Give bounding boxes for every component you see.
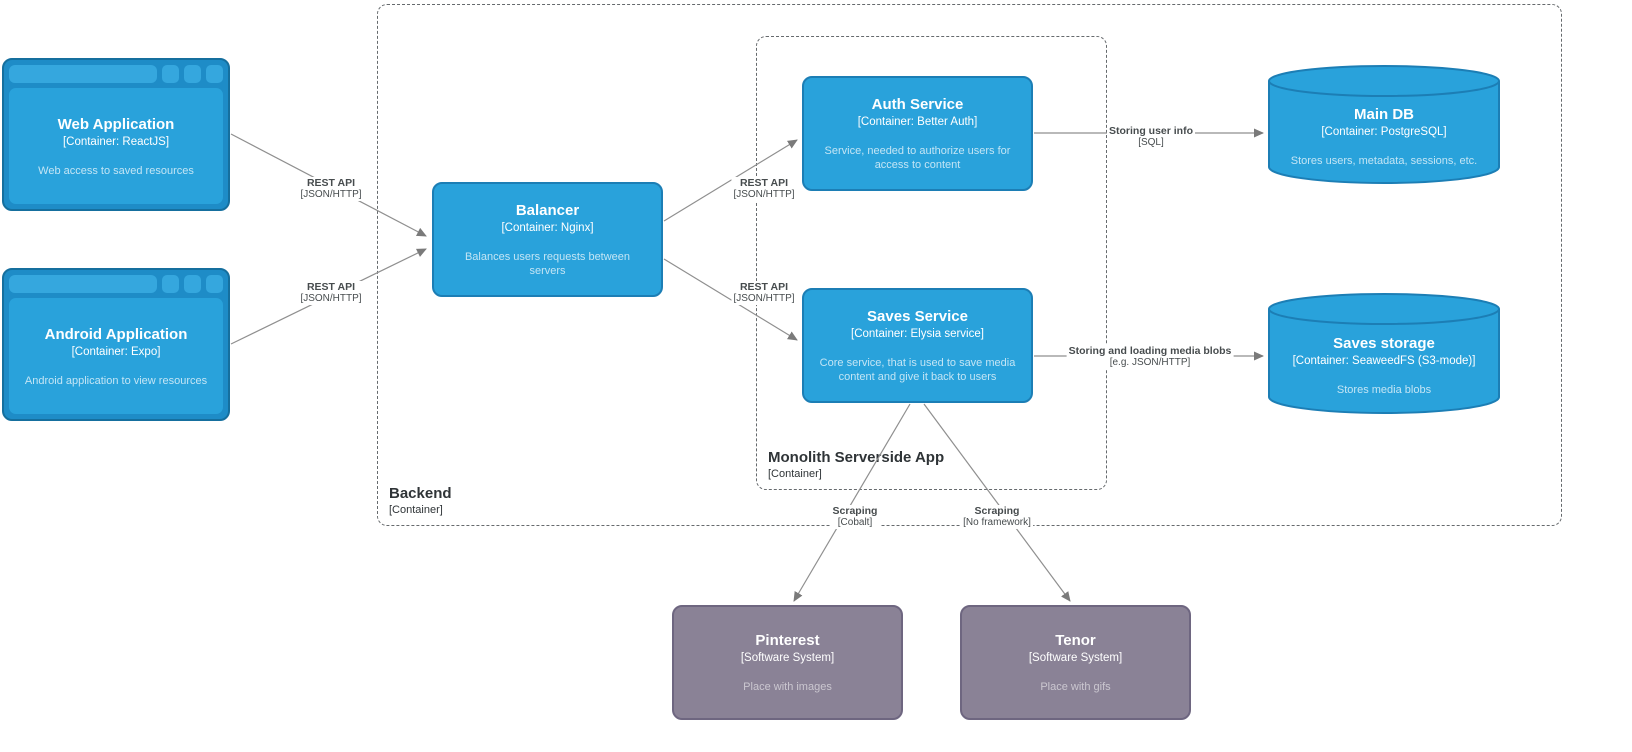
node-subtitle: [Container: Expo] xyxy=(71,345,161,358)
edge-label-text: REST API xyxy=(306,281,356,293)
edge-label-text: REST API xyxy=(739,281,789,293)
browser-address-bar xyxy=(9,65,157,83)
edge-label-balancer-to-auth: REST API [JSON/HTTP] xyxy=(731,177,797,201)
node-subtitle: [Software System] xyxy=(740,652,835,664)
edge-label-tech: [JSON/HTTP] xyxy=(300,293,362,304)
boundary-title: Backend xyxy=(389,485,452,502)
node-subtitle: [Container: PostgreSQL] xyxy=(1321,125,1447,138)
node-description: Web access to saved resources xyxy=(38,164,194,177)
edge-label-saves-to-storage: Storing and loading media blobs [e.g. JS… xyxy=(1066,345,1234,369)
node-description: Place with images xyxy=(743,681,832,693)
node-saves-storage: Saves storage [Container: SeaweedFS (S3-… xyxy=(1268,292,1500,414)
node-subtitle: [Container: Nginx] xyxy=(501,222,594,234)
cylinder-text: Saves storage [Container: SeaweedFS (S3-… xyxy=(1268,292,1500,414)
node-description: Stores media blobs xyxy=(1336,383,1432,396)
browser-button xyxy=(184,65,201,83)
node-description: Stores users, metadata, sessions, etc. xyxy=(1290,154,1478,167)
node-balancer: Balancer [Container: Nginx] Balances use… xyxy=(432,182,663,297)
node-title: Tenor xyxy=(1055,632,1096,649)
edge-label-saves-to-pinterest: Scraping [Cobalt] xyxy=(830,505,880,529)
node-description: Core service, that is used to save media… xyxy=(819,357,1016,383)
monolith-boundary-label: Monolith Serverside App [Container] xyxy=(768,449,944,481)
edge-label-text: Storing and loading media blobs xyxy=(1068,345,1232,357)
edge-label-android-to-balancer: REST API [JSON/HTTP] xyxy=(298,281,364,305)
node-subtitle: [Container: ReactJS] xyxy=(62,135,170,148)
browser-body: Web Application [Container: ReactJS] Web… xyxy=(9,88,223,204)
cylinder-text: Main DB [Container: PostgreSQL] Stores u… xyxy=(1268,64,1500,184)
node-description: Place with gifs xyxy=(1040,681,1111,693)
edge-label-tech: [No framework] xyxy=(963,517,1031,528)
edge-label-saves-to-tenor: Scraping [No framework] xyxy=(961,505,1033,529)
node-pinterest: Pinterest [Software System] Place with i… xyxy=(672,605,903,720)
node-subtitle: [Software System] xyxy=(1028,652,1123,664)
browser-titlebar xyxy=(9,275,223,293)
node-title: Balancer xyxy=(515,202,580,219)
cylinder-icon xyxy=(1268,293,1500,414)
boundary-subtitle: [Container] xyxy=(768,468,822,480)
node-title: Main DB xyxy=(1354,105,1414,123)
browser-titlebar xyxy=(9,65,223,83)
node-title: Pinterest xyxy=(755,632,820,649)
browser-button xyxy=(206,65,223,83)
node-title: Saves Service xyxy=(867,308,968,325)
node-android-application: Android Application [Container: Expo] An… xyxy=(2,268,230,421)
edge-label-text: Scraping xyxy=(832,505,878,517)
node-subtitle: [Container: Elysia service] xyxy=(851,328,984,340)
browser-body: Android Application [Container: Expo] An… xyxy=(9,298,223,414)
edge-label-web-to-balancer: REST API [JSON/HTTP] xyxy=(298,177,364,201)
node-title: Android Application xyxy=(44,325,188,343)
edge-label-text: REST API xyxy=(306,177,356,189)
boundary-title: Monolith Serverside App xyxy=(768,449,945,466)
edge-label-text: REST API xyxy=(739,177,789,189)
boundary-subtitle: [Container] xyxy=(389,504,443,516)
node-main-db: Main DB [Container: PostgreSQL] Stores u… xyxy=(1268,64,1500,184)
node-description: Balances users requests between servers xyxy=(464,251,631,277)
node-saves-service: Saves Service [Container: Elysia service… xyxy=(802,288,1033,403)
node-web-application: Web Application [Container: ReactJS] Web… xyxy=(2,58,230,211)
browser-button xyxy=(162,65,179,83)
cylinder-icon xyxy=(1268,65,1500,184)
browser-button xyxy=(184,275,201,293)
backend-boundary-label: Backend [Container] xyxy=(389,485,452,517)
node-description: Android application to view resources xyxy=(24,374,208,387)
node-subtitle: [Container: SeaweedFS (S3-mode)] xyxy=(1292,354,1476,367)
node-tenor: Tenor [Software System] Place with gifs xyxy=(960,605,1191,720)
node-title: Auth Service xyxy=(871,96,964,113)
edge-label-tech: [JSON/HTTP] xyxy=(733,189,795,200)
edge-label-balancer-to-saves: REST API [JSON/HTTP] xyxy=(731,281,797,305)
edge-label-tech: [Cobalt] xyxy=(837,517,873,528)
node-subtitle: [Container: Better Auth] xyxy=(857,116,978,128)
edge-label-auth-to-maindb: Storing user info [SQL] xyxy=(1107,125,1195,149)
edge-label-tech: [JSON/HTTP] xyxy=(733,293,795,304)
node-title: Saves storage xyxy=(1333,334,1435,352)
edge-label-tech: [SQL] xyxy=(1138,137,1164,148)
node-title: Web Application xyxy=(57,115,175,133)
edge-label-tech: [e.g. JSON/HTTP] xyxy=(1109,357,1191,368)
browser-address-bar xyxy=(9,275,157,293)
edge-label-text: Scraping xyxy=(974,505,1020,517)
edge-label-tech: [JSON/HTTP] xyxy=(300,189,362,200)
browser-button xyxy=(162,275,179,293)
node-auth-service: Auth Service [Container: Better Auth] Se… xyxy=(802,76,1033,191)
edge-label-text: Storing user info xyxy=(1109,125,1193,137)
browser-button xyxy=(206,275,223,293)
node-description: Service, needed to authorize users for a… xyxy=(824,145,1011,171)
